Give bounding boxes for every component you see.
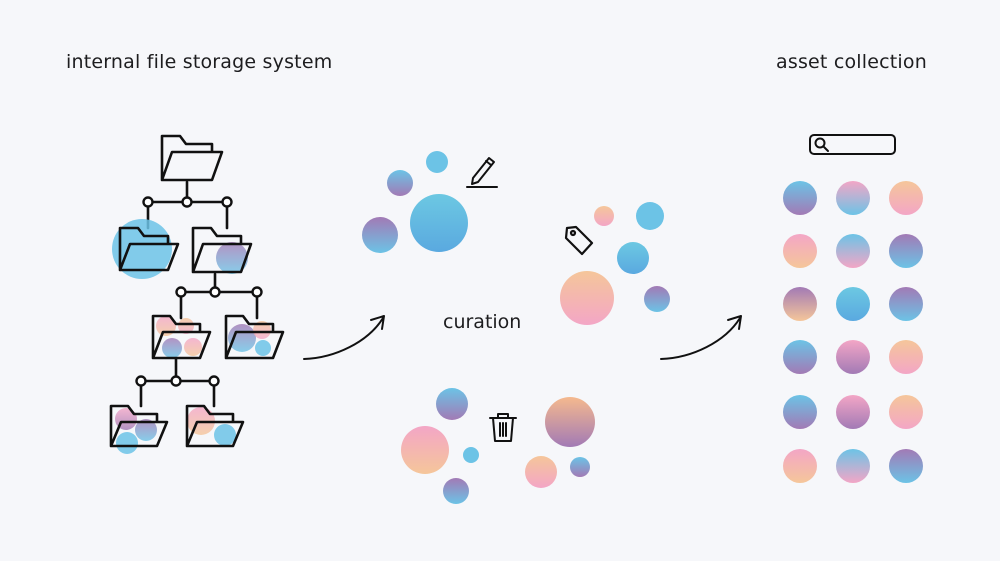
asset-item bbox=[889, 340, 923, 374]
asset-item bbox=[836, 234, 870, 268]
asset-item bbox=[783, 234, 817, 268]
folder-icon bbox=[118, 226, 180, 272]
asset-item bbox=[783, 287, 817, 321]
asset-item bbox=[889, 287, 923, 321]
folder-icon bbox=[185, 404, 245, 448]
tag-icon bbox=[564, 225, 594, 256]
search-bar bbox=[809, 134, 896, 155]
asset-item bbox=[783, 449, 817, 483]
asset-item bbox=[836, 287, 870, 321]
folder-icon bbox=[224, 314, 285, 360]
folder-icon bbox=[160, 134, 224, 182]
source-title: internal file storage system bbox=[66, 51, 333, 73]
asset-item bbox=[889, 181, 923, 215]
search-icon bbox=[814, 137, 829, 152]
asset-item bbox=[836, 395, 870, 429]
asset-item bbox=[889, 234, 923, 268]
folder-icon bbox=[151, 314, 212, 360]
asset-grid bbox=[783, 181, 923, 483]
asset-item bbox=[783, 340, 817, 374]
folder-icon bbox=[191, 226, 253, 274]
file-tree bbox=[139, 180, 259, 408]
tag-group bbox=[560, 202, 670, 325]
asset-item bbox=[836, 449, 870, 483]
process-label: curation bbox=[443, 311, 521, 333]
folder-icon bbox=[109, 404, 169, 448]
asset-item bbox=[783, 395, 817, 429]
target-title: asset collection bbox=[776, 51, 927, 73]
curved-arrow-icon bbox=[660, 315, 742, 360]
delete-group bbox=[401, 388, 595, 504]
edit-group bbox=[362, 151, 468, 253]
curved-arrow-icon bbox=[303, 315, 385, 360]
pencil-icon bbox=[466, 157, 498, 188]
asset-item bbox=[783, 181, 817, 215]
tree-nodes bbox=[135, 196, 263, 387]
asset-item bbox=[889, 395, 923, 429]
asset-item bbox=[836, 181, 870, 215]
asset-item bbox=[889, 449, 923, 483]
trash-icon bbox=[489, 413, 517, 442]
asset-item bbox=[836, 340, 870, 374]
